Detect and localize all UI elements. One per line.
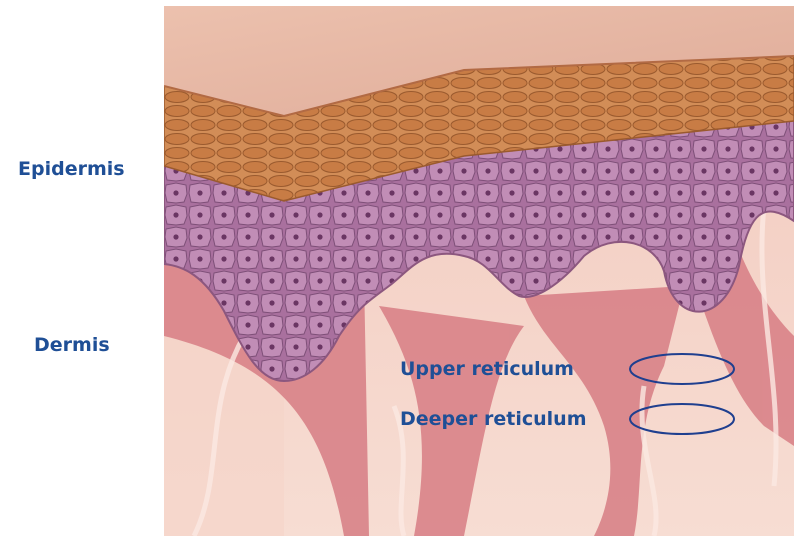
upper-reticulum-label: Upper reticulum: [400, 358, 574, 380]
deeper-reticulum-label: Deeper reticulum: [400, 408, 587, 430]
epidermis-label: Epidermis: [18, 158, 125, 180]
dermis-label: Dermis: [34, 334, 110, 356]
skin-cross-section-illustration: [164, 6, 794, 536]
